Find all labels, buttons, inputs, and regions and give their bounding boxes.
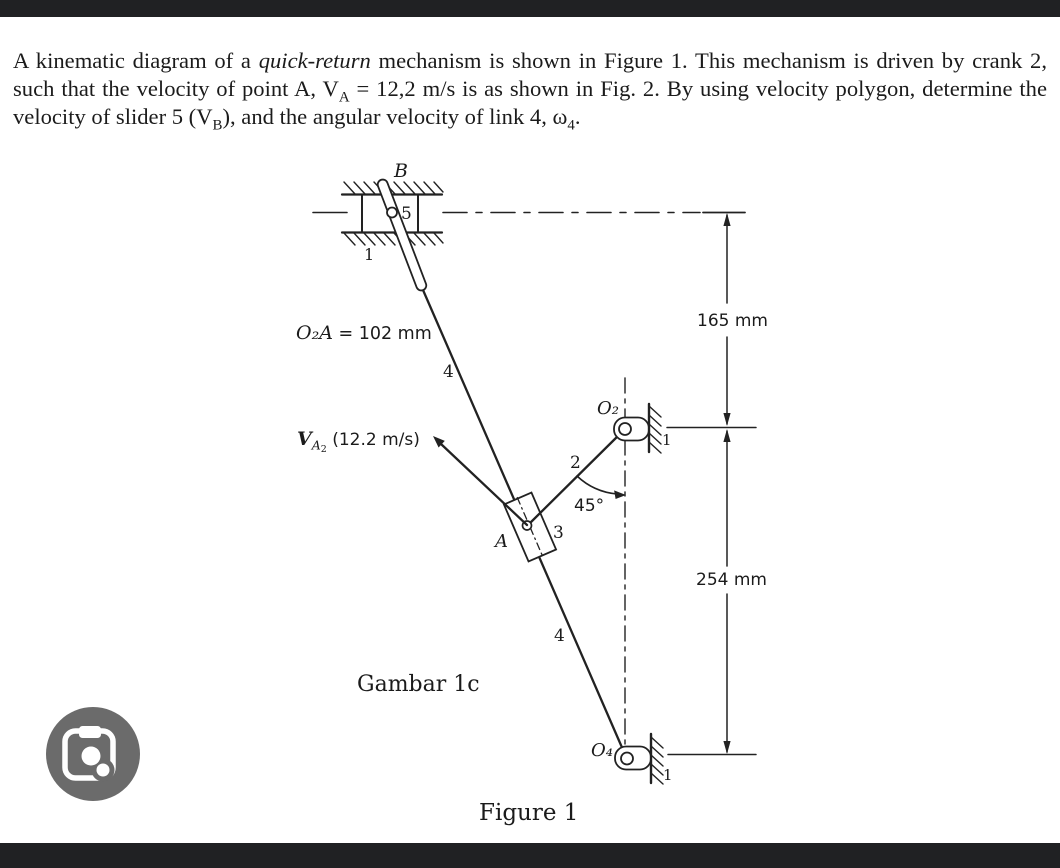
velocity-arrow [433, 436, 529, 527]
label-slider-5: 5 [401, 204, 412, 224]
label-block-3: 3 [553, 523, 564, 543]
intro-sub-4: 4 [567, 117, 575, 134]
top-letterbox-bar [0, 0, 1060, 17]
label-point-b: B [393, 160, 408, 182]
google-lens-button[interactable] [46, 707, 140, 801]
dim-line-254 [723, 429, 731, 754]
intro-run-italic: quick-return [258, 47, 371, 73]
label-o4: O₄ [591, 740, 613, 761]
label-ground-1-top: 1 [364, 245, 374, 264]
label-ground-1-o2: 1 [662, 431, 672, 449]
ground-pivot-o4 [614, 732, 664, 785]
intro-run: mechanism is shown in Figure 1. This mec… [13, 47, 1047, 101]
velocity-sub-2: 2 [321, 444, 327, 455]
velocity-v: V [297, 428, 314, 450]
hatching-top-rail [343, 181, 444, 195]
google-lens-camera-icon [62, 726, 116, 782]
pin-o4 [620, 751, 634, 766]
hatching-o4-wall [650, 736, 664, 785]
dim-line-165 [723, 213, 731, 426]
velocity-sub-a: A [311, 438, 321, 453]
label-crank-dimension: O₂A = 102 mm [296, 322, 432, 344]
bottom-letterbox-bar [0, 843, 1060, 868]
figure-caption: Figure 1 [479, 800, 578, 826]
intro-run: A kinematic diagram of a [13, 47, 259, 73]
label-o2a-value: = 102 mm [333, 324, 432, 344]
ground-pivot-o2 [613, 402, 662, 454]
label-o2a: O₂A [296, 322, 333, 344]
label-dim-254: 254 mm [696, 570, 767, 590]
intro-sub-b: B [212, 117, 223, 134]
velocity-value: (12.2 m/s) [327, 430, 420, 450]
crank-2-line [525, 427, 627, 528]
label-link-4-upper: 4 [443, 362, 454, 382]
intro-sub-a: A [338, 89, 350, 106]
label-ground-1-o4: 1 [663, 766, 673, 784]
intro-run: ), and the angular velocity of link 4, ω [222, 104, 568, 130]
label-velocity-a: VA2 (12.2 m/s) [297, 428, 420, 455]
pin-b [386, 206, 398, 219]
label-dim-165: 165 mm [697, 311, 768, 331]
angle-45-arc [576, 475, 626, 499]
intro-run: = 12,2 m/s is as shown in Fig. 2. By usi… [13, 76, 1047, 130]
label-angle-45: 45° [574, 496, 604, 516]
hatching-bottom-rail [343, 232, 444, 246]
slider-5-assembly [340, 178, 444, 292]
label-point-a: A [493, 531, 508, 552]
problem-statement: A kinematic diagram of a quick-return me… [0, 47, 1060, 134]
pin-o2 [618, 422, 632, 436]
label-o2: O₂ [597, 398, 619, 419]
hatching-o2-wall [648, 405, 662, 454]
label-link-4-lower: 4 [554, 626, 565, 646]
label-crank-2: 2 [570, 453, 581, 473]
intro-run: . [574, 104, 581, 130]
figure-subcaption: Gambar 1c [357, 672, 480, 697]
